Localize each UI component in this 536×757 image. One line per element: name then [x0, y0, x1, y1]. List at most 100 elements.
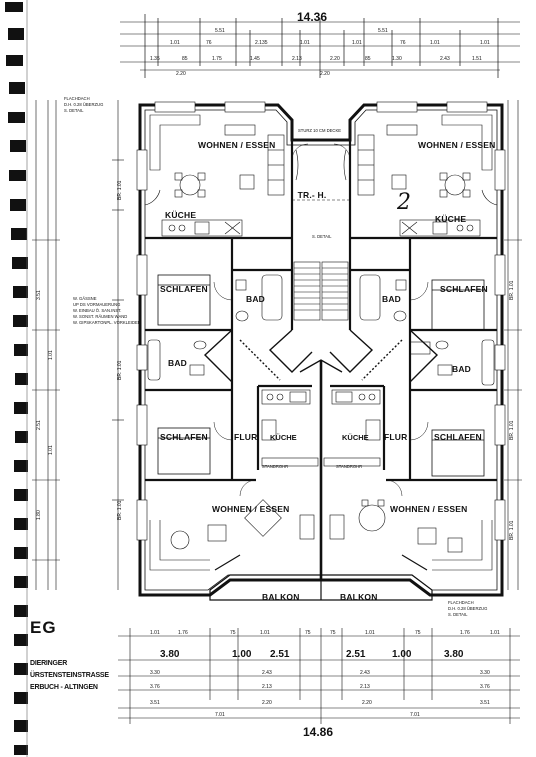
svg-text:2.20: 2.20	[320, 71, 330, 77]
room-kueche-cr: KÜCHE	[342, 433, 369, 442]
room-balkon-left: BALKON	[262, 592, 300, 602]
stair-flight	[292, 149, 350, 321]
svg-text:85: 85	[365, 56, 371, 62]
room-bad-mr: BAD	[452, 364, 471, 374]
address-line-1: DIERINGER	[30, 660, 68, 667]
svg-text:3.30: 3.30	[480, 670, 490, 676]
svg-text:3.76: 3.76	[150, 684, 160, 690]
svg-text:2.20: 2.20	[176, 71, 186, 77]
svg-text:1.01: 1.01	[365, 630, 375, 636]
svg-text:2.20: 2.20	[330, 56, 340, 62]
furniture-top-left	[144, 114, 285, 237]
svg-text:S. DETAIL: S. DETAIL	[448, 612, 468, 617]
left-dimension-numbers: 3.51 2.51 1.80 1.01 1.01 BR. 1.01 BR. 1.…	[36, 180, 123, 520]
svg-text:3.51: 3.51	[480, 700, 490, 706]
svg-text:75: 75	[415, 630, 421, 636]
room-kueche-cl: KÜCHE	[270, 433, 297, 442]
svg-text:1.75: 1.75	[212, 56, 222, 62]
svg-text:2.43: 2.43	[262, 670, 272, 676]
svg-text:1.01: 1.01	[430, 40, 440, 46]
center-kitchens	[261, 389, 381, 467]
svg-text:1.01: 1.01	[300, 40, 310, 46]
right-dimension-numbers: BR. 1.01 BR. 1.01 BR. 1.01	[509, 280, 515, 540]
svg-text:1.76: 1.76	[460, 630, 470, 636]
svg-text:W. GÄSSNE: W. GÄSSNE	[73, 296, 97, 301]
furniture-bottom	[149, 499, 493, 571]
svg-text:7.01: 7.01	[215, 712, 225, 718]
svg-text:BR. 1.01: BR. 1.01	[117, 360, 123, 380]
room-labels: WOHNEN / ESSEN WOHNEN / ESSEN KÜCHE KÜCH…	[160, 128, 495, 617]
dim-3-80-left: 3.80	[160, 649, 180, 660]
svg-text:76: 76	[206, 40, 212, 46]
room-balkon-right: BALKON	[340, 592, 378, 602]
svg-text:3.51: 3.51	[150, 700, 160, 706]
svg-text:1.01: 1.01	[150, 630, 160, 636]
right-dimensions	[504, 100, 522, 590]
svg-text:W. GIPSKARTONPL. VORKLEIDEN: W. GIPSKARTONPL. VORKLEIDEN	[73, 320, 141, 325]
svg-text:UP DS VORMAUERUNG: UP DS VORMAUERUNG	[73, 302, 120, 307]
top-dimensions	[120, 14, 520, 78]
binder-holes	[5, 2, 28, 755]
bottom-main-dimensions: 3.80 1.00 2.51 2.51 1.00 3.80	[160, 649, 464, 660]
svg-text:BR. 1.01: BR. 1.01	[509, 420, 515, 440]
svg-text:2.135: 2.135	[255, 40, 268, 46]
svg-text:2.51: 2.51	[36, 420, 42, 430]
stair-note: STURZ 10 CM DECKE	[298, 128, 341, 133]
svg-text:3.76: 3.76	[480, 684, 490, 690]
svg-text:BR. 1.01: BR. 1.01	[509, 280, 515, 300]
stair-hall-label: TR.- H.	[298, 190, 327, 200]
dim-1-00-right: 1.00	[392, 649, 412, 660]
svg-text:2.13: 2.13	[360, 684, 370, 690]
stair-box-left: STANDROHR	[262, 464, 288, 469]
flachdach-note-left: FLACHDACH	[64, 96, 90, 101]
svg-text:1.80: 1.80	[36, 510, 42, 520]
outer-walls	[138, 103, 504, 597]
svg-text:2.20: 2.20	[362, 700, 372, 706]
dim-2-51-right: 2.51	[346, 649, 366, 660]
svg-text:D.H. 0.28 ÜBERZUG: D.H. 0.28 ÜBERZUG	[64, 102, 103, 107]
windows	[136, 101, 506, 541]
svg-text:2.43: 2.43	[440, 56, 450, 62]
svg-text:W. EINBAU Ö. SAN.INST.: W. EINBAU Ö. SAN.INST.	[73, 308, 121, 313]
room-wohnen-essen-br: WOHNEN / ESSEN	[390, 504, 467, 514]
svg-text:BR. 1.01: BR. 1.01	[117, 180, 123, 200]
svg-text:1.01: 1.01	[490, 630, 500, 636]
svg-text:BR. 1.01: BR. 1.01	[117, 500, 123, 520]
address-line-3: ERBUCH - ALTINGEN	[30, 684, 98, 691]
svg-text:76: 76	[400, 40, 406, 46]
stair-box-right: STANDROHR	[336, 464, 362, 469]
room-kueche-tl: KÜCHE	[165, 210, 196, 220]
svg-text:3.30: 3.30	[150, 670, 160, 676]
svg-text:2.43: 2.43	[360, 670, 370, 676]
svg-text:85: 85	[182, 56, 188, 62]
dim-3-80-right: 3.80	[444, 649, 464, 660]
room-kueche-tr: KÜCHE	[435, 214, 466, 224]
left-dimensions	[32, 100, 124, 590]
svg-text:1.45: 1.45	[250, 56, 260, 62]
bath-fixtures	[147, 274, 495, 386]
svg-text:2.13: 2.13	[292, 56, 302, 62]
svg-text:1.01: 1.01	[48, 350, 54, 360]
room-flur-right: FLUR	[384, 432, 407, 442]
svg-text:2.13: 2.13	[262, 684, 272, 690]
balconies	[209, 554, 433, 601]
dim-2-51-left: 2.51	[270, 649, 290, 660]
room-bad-tr: BAD	[382, 294, 401, 304]
svg-text:75: 75	[330, 630, 336, 636]
address-line-2: ÜRSTENSTEINSTRASSE	[30, 672, 109, 679]
svg-text:1.01: 1.01	[170, 40, 180, 46]
room-schlafen-bl: SCHLAFEN	[160, 432, 208, 442]
interior-walls	[145, 140, 497, 580]
handwritten-mark: 2	[397, 190, 411, 215]
svg-text:75: 75	[305, 630, 311, 636]
bottom-dimensions	[118, 628, 520, 724]
top-total-dimension: 14.36	[297, 10, 327, 24]
flachdach-note-right: FLACHDACH	[448, 600, 474, 605]
svg-text:1.01: 1.01	[260, 630, 270, 636]
room-bad-ml: BAD	[168, 358, 187, 368]
svg-text:5.51: 5.51	[378, 28, 388, 34]
room-schlafen-tl: SCHLAFEN	[160, 284, 208, 294]
svg-text:1.51: 1.51	[472, 56, 482, 62]
